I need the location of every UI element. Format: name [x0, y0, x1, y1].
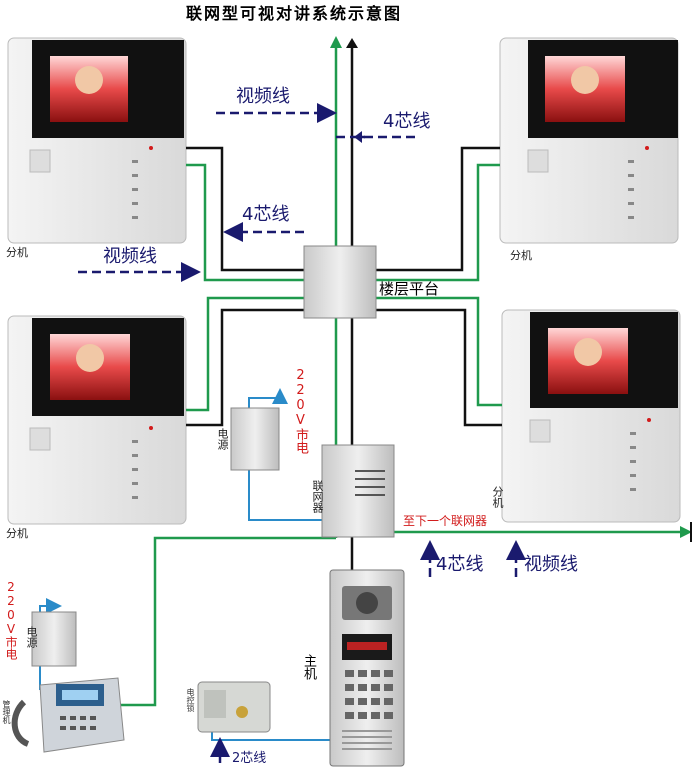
label-main-unit: 主机 [301, 654, 316, 680]
label-extension-top-left: 分机 [6, 246, 28, 259]
label-four-core-left: 4芯线 [242, 204, 290, 225]
label-extension-top-right: 分机 [510, 249, 532, 262]
extension-monitor-top-left [7, 37, 187, 244]
label-networker: 联网器 [311, 480, 324, 513]
label-four-core-top: 4芯线 [383, 111, 431, 132]
diagram-title: 联网型可视对讲系统示意图 [186, 4, 403, 23]
label-video-line-bottom: 视频线 [524, 554, 578, 575]
label-four-core-bottom: 4芯线 [436, 554, 484, 575]
extension-monitor-top-right [499, 37, 679, 244]
main-door-unit [329, 569, 405, 767]
label-two-core: 2芯线 [232, 751, 267, 766]
label-mains-upper: 220V市电 [293, 368, 308, 454]
label-power-lower: 电源 [25, 626, 38, 648]
management-console [11, 677, 125, 753]
label-video-line-top: 视频线 [236, 86, 290, 107]
label-to-next-networker: 至下一个联网器 [403, 514, 488, 528]
power-supply-lower [31, 611, 77, 667]
networker-box [321, 444, 395, 538]
label-extension-mid-right: 分机 [491, 486, 504, 508]
label-power-upper: 电源 [216, 428, 229, 450]
floor-platform-box [303, 245, 377, 319]
label-extension-mid-left: 分机 [6, 527, 28, 540]
power-supply-upper [230, 407, 280, 471]
label-electric-lock: 电控锁 [186, 688, 195, 712]
electric-lock [197, 681, 271, 733]
label-floor-platform: 楼层平台 [379, 280, 440, 298]
label-mains-lower: 220V市电 [4, 580, 18, 660]
video-bus [120, 44, 684, 707]
extension-monitor-mid-right [501, 309, 681, 523]
label-management-unit: 管理机 [2, 700, 11, 724]
extension-monitor-mid-left [7, 315, 187, 525]
label-video-line-left: 视频线 [103, 246, 157, 267]
